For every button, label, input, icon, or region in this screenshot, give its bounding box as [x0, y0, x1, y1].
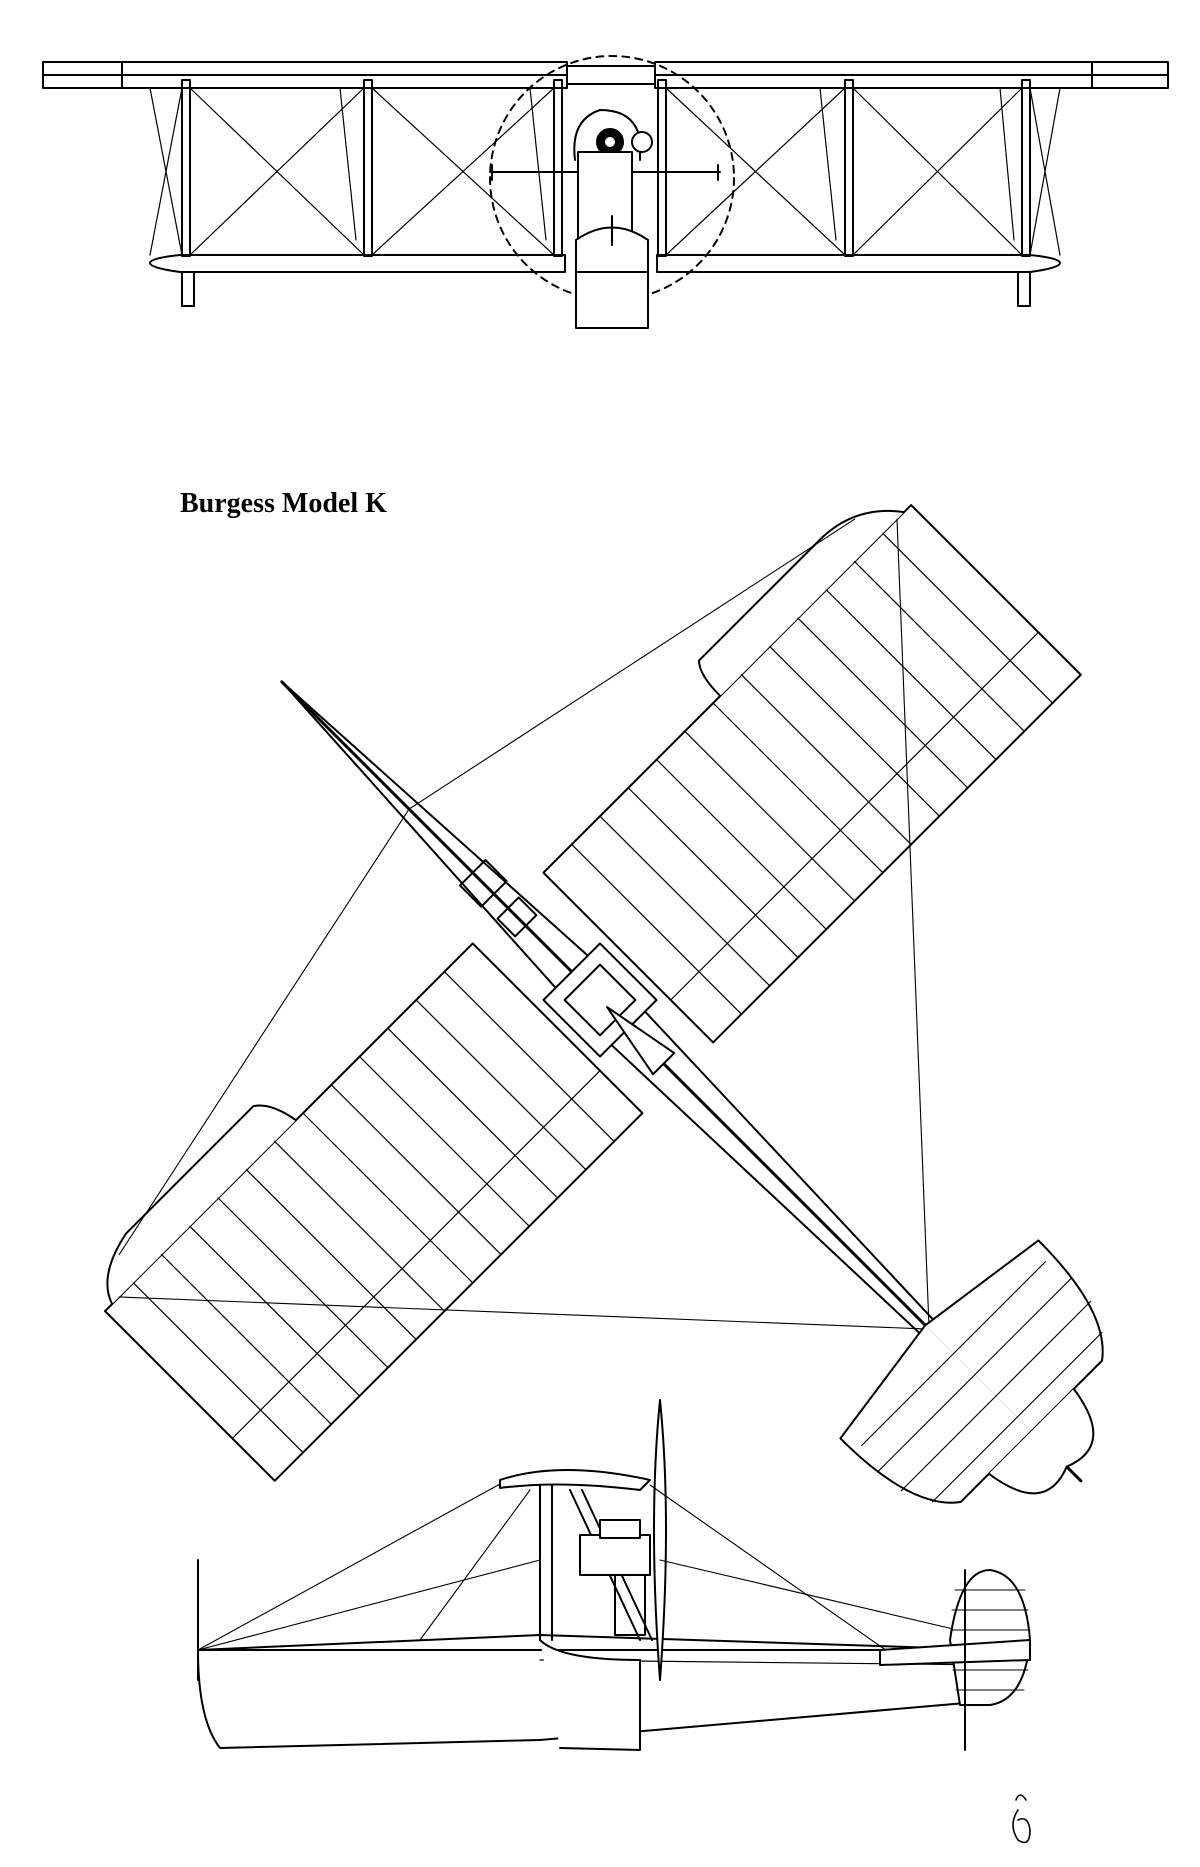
side-view	[198, 1400, 1030, 1842]
tail-side	[880, 1570, 1030, 1750]
artist-mark	[1013, 1795, 1030, 1842]
wing-ribs	[105, 505, 1081, 1481]
top-view	[0, 279, 1200, 1867]
propeller	[654, 1400, 666, 1680]
hull-front	[576, 216, 648, 328]
tailplane	[826, 1226, 1169, 1569]
drawing-title: Burgess Model K	[180, 488, 387, 519]
wing-panel-upper	[515, 477, 1081, 1043]
bracing-wires	[150, 88, 1060, 255]
upper-wing-side	[500, 1470, 650, 1490]
front-view	[43, 56, 1168, 328]
hull-top	[254, 654, 1110, 1510]
interplane-struts	[182, 80, 1030, 256]
side-rigging	[198, 1484, 1000, 1660]
wing-panel-lower	[77, 915, 643, 1481]
engine-side	[580, 1520, 650, 1635]
side-struts	[540, 1485, 652, 1640]
upper-wing	[43, 62, 1168, 88]
propeller-disc	[490, 56, 734, 300]
wingtip-floats	[182, 272, 1030, 306]
top-bracing	[20, 420, 1200, 1714]
lower-wing	[150, 255, 1060, 272]
